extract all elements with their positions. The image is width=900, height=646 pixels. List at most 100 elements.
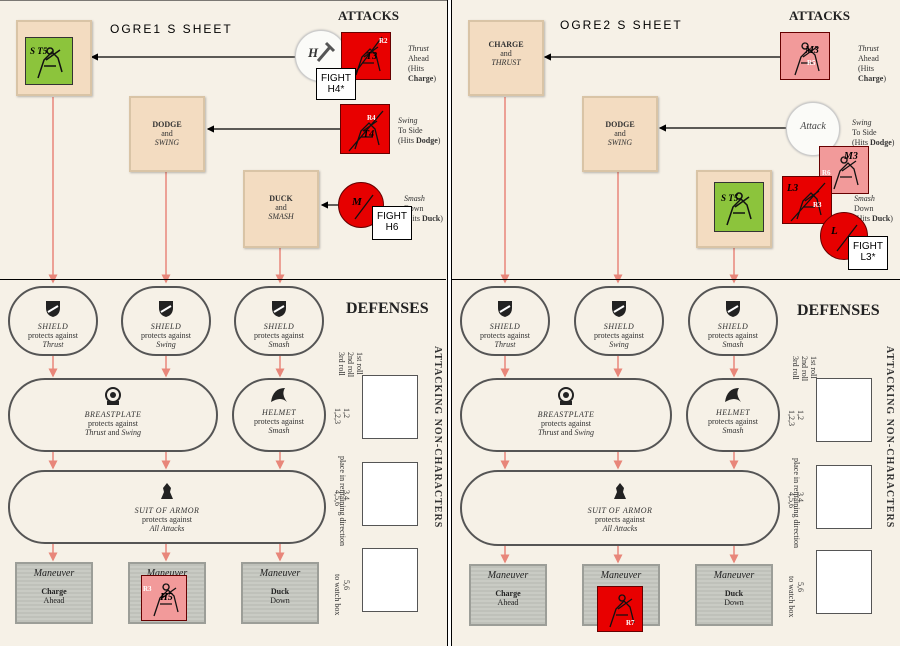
defenses-header: DEFENSES — [797, 302, 880, 319]
maneuver-label: Duck — [270, 587, 290, 596]
nc-box-3[interactable] — [816, 550, 872, 614]
roll-range-2: 1,2,3 — [333, 408, 342, 424]
roll-range-5: 5,6 — [342, 580, 351, 590]
helmet-target: Smash — [722, 426, 744, 435]
desc-a: Thrust — [858, 44, 879, 53]
shield-icon — [726, 301, 740, 317]
combat-sheet-1: OGRE1 S SHEET ATTACKS CHARGE and THRUST … — [0, 0, 448, 646]
maneuver-chit[interactable]: R7 — [597, 586, 643, 632]
maneuver-title: Maneuver — [713, 570, 755, 581]
desc-a: Swing — [398, 116, 418, 125]
shield-smash[interactable]: SHIELD protects against Smash — [688, 286, 778, 356]
armor-icon — [614, 483, 626, 499]
fighter-icon — [833, 156, 859, 190]
nc-box-1[interactable] — [362, 375, 418, 439]
desc-d: Dodge — [870, 138, 892, 147]
desc-e: ) — [433, 74, 436, 83]
desc-e: ) — [437, 136, 441, 145]
dodge-swing-box[interactable]: DODGE and SWING — [582, 96, 658, 172]
attack-chit-smash[interactable]: M — [338, 182, 384, 228]
fighter-icon — [153, 583, 179, 617]
desc-b: Ahead — [858, 54, 879, 63]
duck-smash-box[interactable]: DUCK and SMASH — [243, 170, 319, 248]
roll-3: 3rd roll — [337, 352, 346, 376]
fight-label-1[interactable]: FIGHT H4* — [316, 68, 356, 100]
charge-thrust-box[interactable]: CHARGE and THRUST — [468, 20, 544, 96]
shield-sub: protects against — [708, 331, 758, 340]
watch-text: to watch box — [787, 576, 796, 618]
nc-box-2[interactable] — [362, 462, 418, 526]
breastplate-armor[interactable]: BREASTPLATE protects against Thrust and … — [8, 378, 218, 452]
attack-chit-swing[interactable]: T4 R4 — [340, 104, 390, 154]
and-text: and — [560, 428, 573, 437]
dodge-swing-box[interactable]: DODGE and SWING — [129, 96, 205, 172]
shield-swing[interactable]: SHIELD protects against Swing — [574, 286, 664, 356]
desc-b: Down — [854, 204, 874, 213]
shield-target: Smash — [268, 340, 290, 349]
fight-value: L3* — [860, 252, 876, 263]
flow-arrows — [0, 0, 447, 562]
shield-sub: protects against — [594, 331, 644, 340]
nc-box-3[interactable] — [362, 548, 418, 612]
box-label: and — [614, 129, 626, 138]
target-1: Thrust — [537, 428, 559, 437]
helmet-armor[interactable]: HELMET protects against Smash — [232, 378, 326, 452]
fight-label[interactable]: FIGHT L3* — [848, 236, 888, 270]
character-chit[interactable]: S T5 — [25, 37, 73, 85]
combat-sheet-2: OGRE2 S SHEET ATTACKS CHARGE and THRUST … — [451, 0, 900, 646]
desc-d: Charge — [858, 74, 884, 83]
desc-d: Duck — [422, 214, 441, 223]
desc-b: To Side — [852, 128, 877, 137]
desc-a: Swing — [852, 118, 872, 127]
nc-box-2[interactable] — [816, 465, 872, 529]
helmet-armor[interactable]: HELMET protects against Smash — [686, 378, 780, 452]
helmet-icon — [271, 388, 287, 402]
maneuver-duck[interactable]: Maneuver Duck Down — [695, 564, 773, 626]
maneuver-chit[interactable]: H5 R3 — [141, 575, 187, 621]
fight-value: H6 — [385, 222, 399, 233]
desc-b: Down — [404, 204, 424, 213]
target-2: Swing — [121, 428, 142, 437]
helmet-icon — [725, 388, 741, 402]
character-chit[interactable]: S T5 — [714, 182, 764, 232]
maneuver-duck[interactable]: Maneuver Duck Down — [241, 562, 319, 624]
roll-1: 1st roll — [355, 352, 364, 375]
nc-box-1[interactable] — [816, 378, 872, 442]
target-2: Swing — [574, 428, 595, 437]
desc-e: ) — [890, 214, 893, 223]
chit-value: M — [352, 196, 362, 208]
shield-thrust[interactable]: SHIELD protects against Thrust — [8, 286, 98, 356]
non-characters-title: ATTACKING NON-CHARACTERS — [884, 346, 895, 529]
maneuver-charge[interactable]: Maneuver Charge Ahead — [469, 564, 547, 626]
desc-b: To Side — [398, 126, 423, 135]
fight-label-2[interactable]: FIGHT H6 — [372, 206, 412, 240]
chit-tag: R3 — [143, 585, 152, 593]
shield-thrust[interactable]: SHIELD protects against Thrust — [460, 286, 550, 356]
suit-of-armor[interactable]: SUIT OF ARMOR protects against All Attac… — [460, 470, 780, 546]
box-label: and — [161, 129, 173, 138]
fighter-icon — [37, 47, 63, 79]
maneuver-charge[interactable]: Maneuver Charge Ahead — [15, 562, 93, 624]
attack-desc-smash: Smash Down (Hits Duck) — [404, 194, 443, 224]
helmet-target: Smash — [268, 426, 290, 435]
breastplate-armor[interactable]: BREASTPLATE protects against Thrust and … — [460, 378, 672, 452]
breastplate-title: BREASTPLATE — [537, 410, 595, 419]
fighter-icon — [726, 192, 752, 226]
fighter-icon — [351, 36, 383, 78]
fighter-icon — [790, 182, 826, 222]
box-label: DODGE — [152, 120, 182, 129]
shield-swing[interactable]: SHIELD protects against Swing — [121, 286, 211, 356]
attack-desc-thrust: Thrust Ahead (Hits Charge) — [408, 44, 447, 84]
shield-target: Thrust — [42, 340, 64, 349]
suit-of-armor[interactable]: SUIT OF ARMOR protects against All Attac… — [8, 470, 326, 544]
attack-chit-thrust[interactable]: M3 R5 — [780, 32, 830, 80]
shield-sub: protects against — [141, 331, 191, 340]
roll-1: 1st roll — [809, 356, 818, 379]
attack-chit-duck[interactable]: L3 R3 — [782, 176, 832, 224]
shield-sub: protects against — [480, 331, 530, 340]
attack-desc-smash: Smash Down (Hits Duck) — [854, 194, 893, 224]
shield-smash[interactable]: SHIELD protects against Smash — [234, 286, 324, 356]
desc-a: Smash — [854, 194, 875, 203]
box-label: THRUST — [491, 58, 521, 67]
sheet-title: OGRE1 S SHEET — [110, 22, 233, 36]
